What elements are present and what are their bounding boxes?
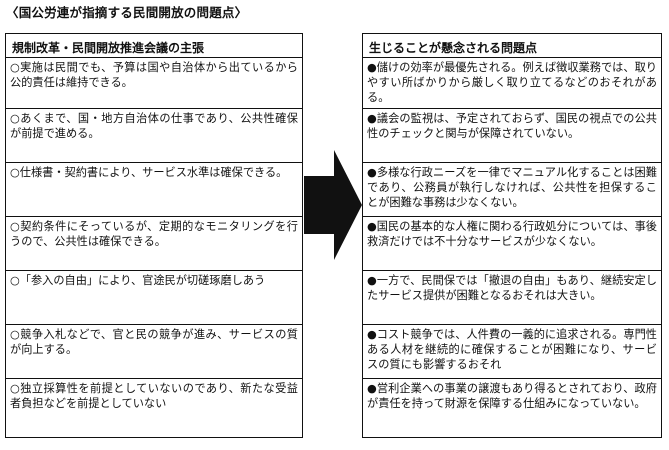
claims-row: ○あくまで、国・地方自治体の仕事であり、公共性確保が前提で進める。 — [6, 108, 302, 162]
concerns-row: ●営利企業への事業の譲渡もあり得るとされており、政府が責任を持って財源を保障する… — [363, 378, 661, 436]
claims-table-header: 規制改革・民間開放推進会議の主張 — [6, 34, 302, 58]
right-arrow-icon — [304, 150, 362, 260]
claims-row: ○競争入札などで、官と民の競争が進み、サービスの質が向上する。 — [6, 324, 302, 378]
claims-row: ○実施は民間でも、予算は国や自治体から出ているから公的責任は維持できる。 — [10, 61, 298, 89]
concerns-row: ●一方で、民間保では「撤退の自由」もあり、継続安定したサービス提供が困難となるお… — [363, 270, 661, 324]
concerns-row: ●儲けの効率が最優先される。例えば徴収業務では、取りやすい所ばかりから厳しく取り… — [367, 61, 657, 104]
concerns-table: 生じることが懸念される問題点 ●儲けの効率が最優先される。例えば徴収業務では、取… — [362, 33, 662, 438]
claims-row: ○「参入の自由」により、官途民が切磋琢磨しあう — [6, 270, 302, 324]
concerns-table-header: 生じることが懸念される問題点 — [363, 34, 661, 58]
concerns-row: ●多様な行政ニーズを一律でマニュアル化することは困難であり、公務員が執行しなけれ… — [363, 162, 661, 216]
concerns-row: ●コスト競争では、人件費の一義的に追求される。専門性ある人材を継続的に確保するこ… — [363, 324, 661, 378]
claims-row: ○独立採算性を前提としていないのであり、新たな受益者負担などを前提としていない — [6, 378, 302, 436]
page-title: 〈国公労連が指摘する民間開放の問題点〉 — [6, 5, 248, 20]
claims-row: ○契約条件にそっているが、定期的なモニタリングを行うので、公共性は確保できる。 — [6, 216, 302, 270]
concerns-row: ●議会の監視は、予定されておらず、国民の視点での公共性のチェックと関与が保障され… — [363, 108, 661, 162]
concerns-row: ●国民の基本的な人権に関わる行政処分については、事後救済だけでは不十分なサービス… — [363, 216, 661, 270]
claims-row: ○仕様書・契約書により、サービス水準は確保できる。 — [6, 162, 302, 216]
claims-table: 規制改革・民間開放推進会議の主張 ○実施は民間でも、予算は国や自治体から出ている… — [5, 33, 303, 438]
